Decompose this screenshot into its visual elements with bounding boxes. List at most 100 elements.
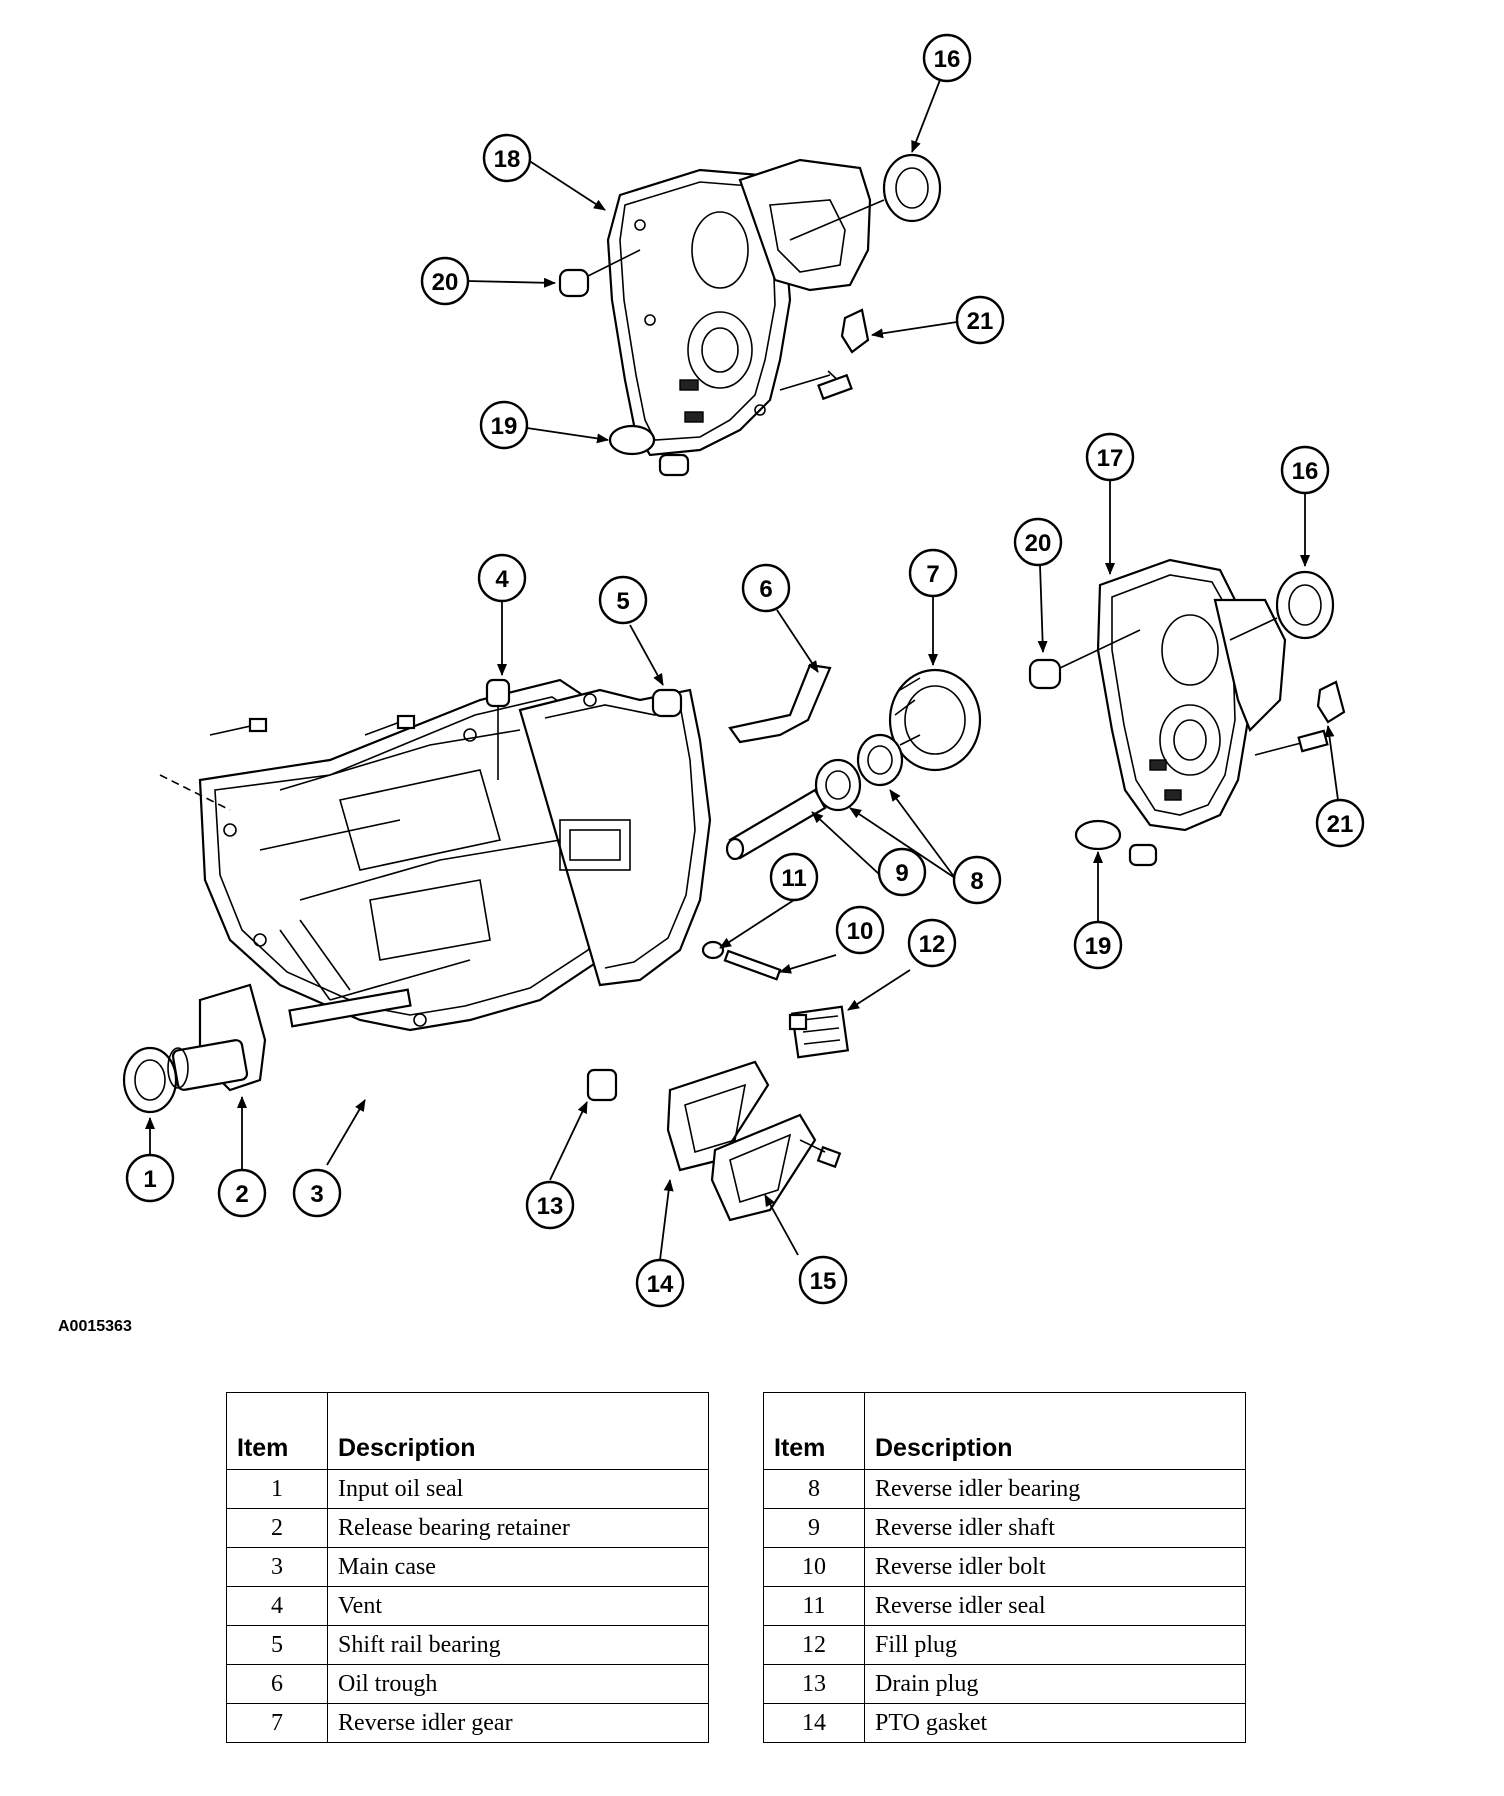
callout-11: 11 [769, 852, 819, 902]
item-description: Release bearing retainer [327, 1508, 709, 1548]
svg-text:11: 11 [781, 865, 806, 892]
callout-2: 2 [217, 1168, 267, 1218]
item-description: Drain plug [864, 1664, 1246, 1704]
callout-12: 12 [907, 918, 957, 968]
main-case-drawing [198, 678, 712, 1032]
item-number: 2 [226, 1508, 328, 1548]
item-description: Main case [327, 1547, 709, 1587]
svg-text:16: 16 [1292, 458, 1319, 485]
svg-text:1: 1 [143, 1166, 156, 1193]
main-small-parts [122, 663, 982, 1222]
callout-7: 7 [908, 548, 958, 598]
item-description: Vent [327, 1586, 709, 1626]
item-number: 7 [226, 1703, 328, 1743]
item-number: 12 [763, 1625, 865, 1665]
item-description: Fill plug [864, 1625, 1246, 1665]
svg-text:19: 19 [491, 413, 518, 440]
callout-8: 8 [952, 855, 1002, 905]
callout-10: 10 [835, 905, 885, 955]
callout-9: 9 [877, 847, 927, 897]
item-number: 10 [763, 1547, 865, 1587]
item-description: Reverse idler shaft [864, 1508, 1246, 1548]
figure-id: A0015363 [58, 1318, 132, 1335]
top-small-parts [558, 153, 942, 477]
callout-17: 17 [1085, 432, 1135, 482]
item-number: 5 [226, 1625, 328, 1665]
svg-text:2: 2 [235, 1181, 248, 1208]
callout-3: 3 [292, 1168, 342, 1218]
svg-text:18: 18 [494, 146, 521, 173]
item-number: 11 [763, 1586, 865, 1626]
svg-text:21: 21 [1327, 811, 1354, 838]
item-description: Reverse idler bolt [864, 1547, 1246, 1587]
header-description: Description [864, 1392, 1246, 1470]
item-description: Shift rail bearing [327, 1625, 709, 1665]
header-item: Item [763, 1392, 865, 1470]
header-description: Description [327, 1392, 709, 1470]
callout-20-right: 20 [1013, 517, 1063, 567]
item-number: 8 [763, 1469, 865, 1509]
item-number: 13 [763, 1664, 865, 1704]
callout-4: 4 [477, 553, 527, 603]
item-number: 3 [226, 1547, 328, 1587]
callout-20-top: 20 [420, 256, 470, 306]
callout-16-right: 16 [1280, 445, 1330, 495]
callout-19-top: 19 [479, 400, 529, 450]
item-description: Input oil seal [327, 1469, 709, 1509]
callout-1: 1 [125, 1153, 175, 1203]
svg-text:3: 3 [310, 1181, 323, 1208]
callout-6: 6 [741, 563, 791, 613]
svg-text:5: 5 [616, 588, 629, 615]
item-number: 1 [226, 1469, 328, 1509]
callout-18: 18 [482, 133, 532, 183]
table-header-row: Item Description [763, 1392, 1246, 1470]
svg-text:8: 8 [970, 868, 983, 895]
svg-text:21: 21 [967, 308, 994, 335]
svg-text:14: 14 [647, 1271, 674, 1298]
callout-21-top: 21 [955, 295, 1005, 345]
right-small-parts [1028, 570, 1346, 867]
svg-text:15: 15 [810, 1268, 837, 1295]
item-description: Reverse idler seal [864, 1586, 1246, 1626]
leader-lines [145, 79, 1339, 1261]
callout-15: 15 [798, 1255, 848, 1305]
header-item: Item [226, 1392, 328, 1470]
item-number: 6 [226, 1664, 328, 1704]
callout-21-right: 21 [1315, 798, 1365, 848]
rear-case-top-drawing [606, 158, 872, 457]
item-description: PTO gasket [864, 1703, 1246, 1743]
svg-text:7: 7 [926, 561, 939, 588]
exploded-view-diagram: 16 18 20 21 19 17 16 20 21 19 4 5 6 7 8 … [122, 33, 1365, 1308]
svg-text:19: 19 [1085, 933, 1112, 960]
callout-19-right: 19 [1073, 920, 1123, 970]
svg-text:16: 16 [934, 46, 961, 73]
callout-13: 13 [525, 1180, 575, 1230]
item-number: 9 [763, 1508, 865, 1548]
svg-text:12: 12 [919, 931, 946, 958]
table-header-row: Item Description [226, 1392, 709, 1470]
callout-14: 14 [635, 1258, 685, 1308]
rear-case-right-drawing [1096, 558, 1329, 832]
svg-text:4: 4 [495, 566, 509, 593]
item-number: 14 [763, 1703, 865, 1743]
svg-text:10: 10 [847, 918, 874, 945]
callout-16-top: 16 [922, 33, 972, 83]
svg-text:13: 13 [537, 1193, 564, 1220]
svg-text:9: 9 [895, 860, 908, 887]
